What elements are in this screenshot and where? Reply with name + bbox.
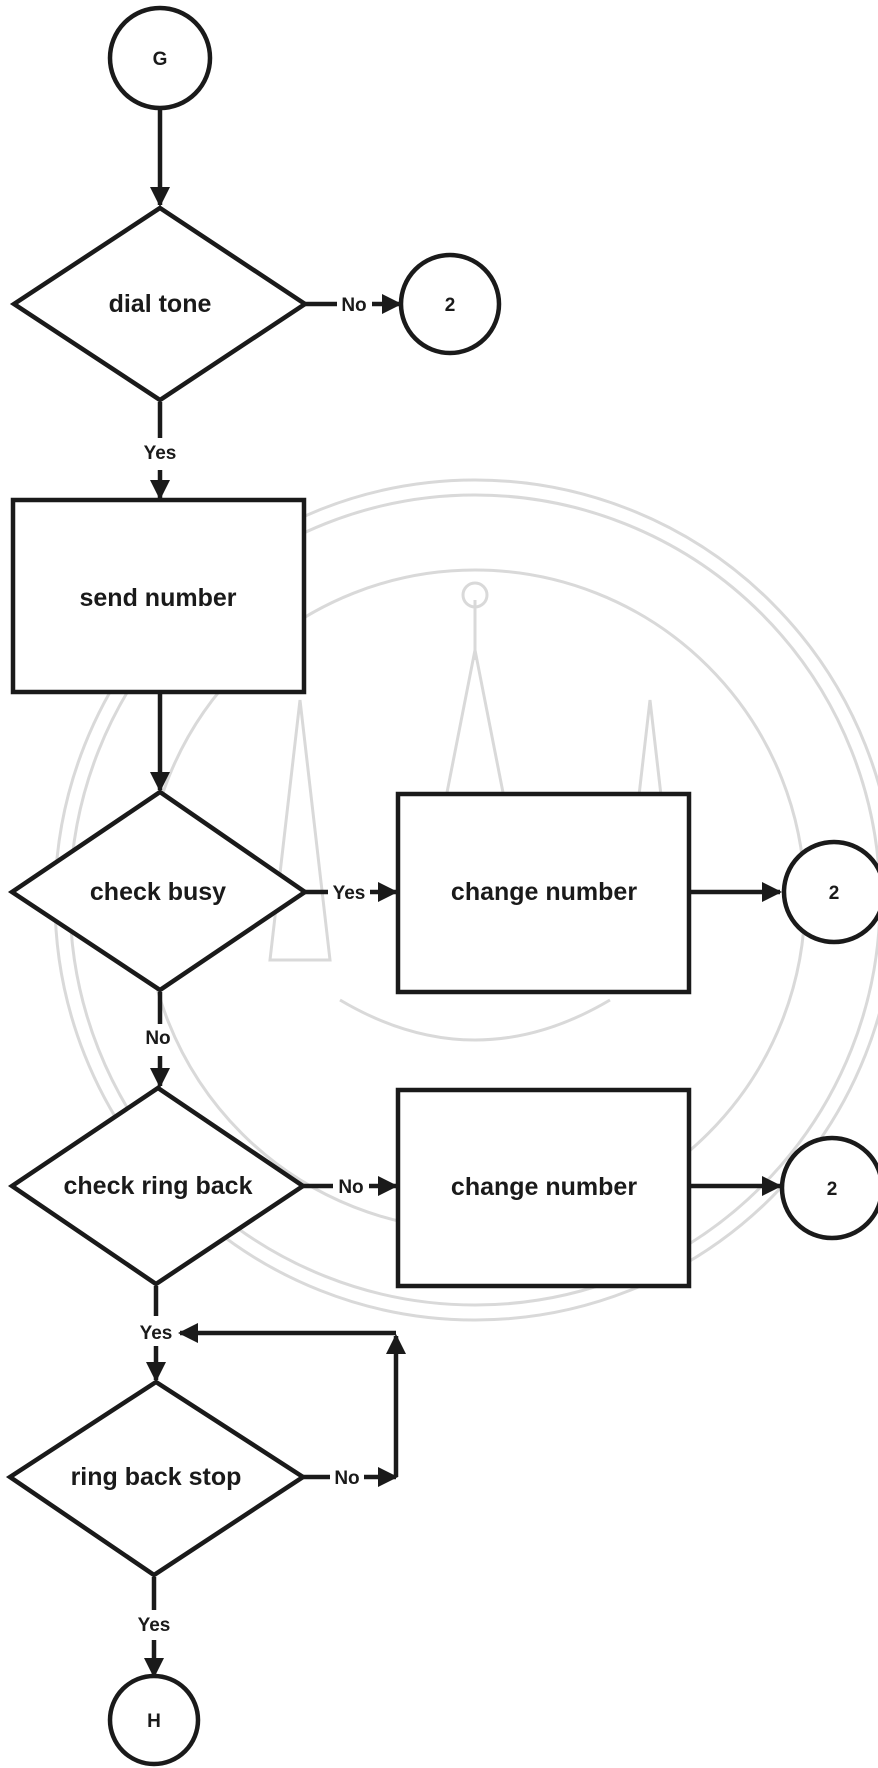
check-ring-back-no-label: No	[338, 1177, 363, 1198]
end-connector-label: H	[147, 1711, 161, 1732]
dial-tone-yes-label: Yes	[144, 443, 177, 464]
check-busy-yes-label: Yes	[333, 883, 366, 904]
ring-back-stop-yes-label: Yes	[138, 1615, 171, 1636]
dial-tone-no-label: No	[341, 295, 366, 316]
ring-back-stop-label: ring back stop	[71, 1463, 242, 1491]
change-number-busy-label: change number	[451, 878, 637, 906]
check-ring-back-off-page-label: 2	[827, 1179, 838, 1200]
end-connector: H	[107, 1673, 201, 1767]
change-number-busy-process: change number	[395, 791, 692, 995]
dial-tone-label: dial tone	[109, 290, 212, 318]
check-busy-no-label: No	[145, 1028, 170, 1049]
check-busy-off-page-label: 2	[829, 883, 840, 904]
change-number-ring-process: change number	[395, 1087, 692, 1289]
check-ring-back-yes-label: Yes	[140, 1323, 173, 1344]
check-ring-back-label: check ring back	[64, 1172, 253, 1200]
dial-tone-off-page-label: 2	[445, 295, 456, 316]
check-ring-back-decision: check ring back	[7, 1085, 308, 1287]
ring-back-stop-decision: ring back stop	[5, 1379, 308, 1578]
change-number-ring-label: change number	[451, 1173, 637, 1201]
start-connector: G	[107, 5, 213, 111]
ring-back-stop-no-label: No	[334, 1468, 359, 1489]
check-busy-off-page-connector: 2	[781, 839, 878, 945]
start-connector-label: G	[153, 49, 168, 70]
dial-tone-off-page-connector: 2	[398, 252, 502, 356]
check-busy-decision: check busy	[7, 789, 309, 993]
check-ring-back-off-page-connector: 2	[779, 1135, 878, 1241]
check-busy-label: check busy	[90, 878, 226, 906]
send-number-process: send number	[10, 497, 307, 695]
dial-tone-decision: dial tone	[9, 205, 310, 403]
edges	[143, 108, 783, 1679]
send-number-label: send number	[80, 584, 237, 612]
